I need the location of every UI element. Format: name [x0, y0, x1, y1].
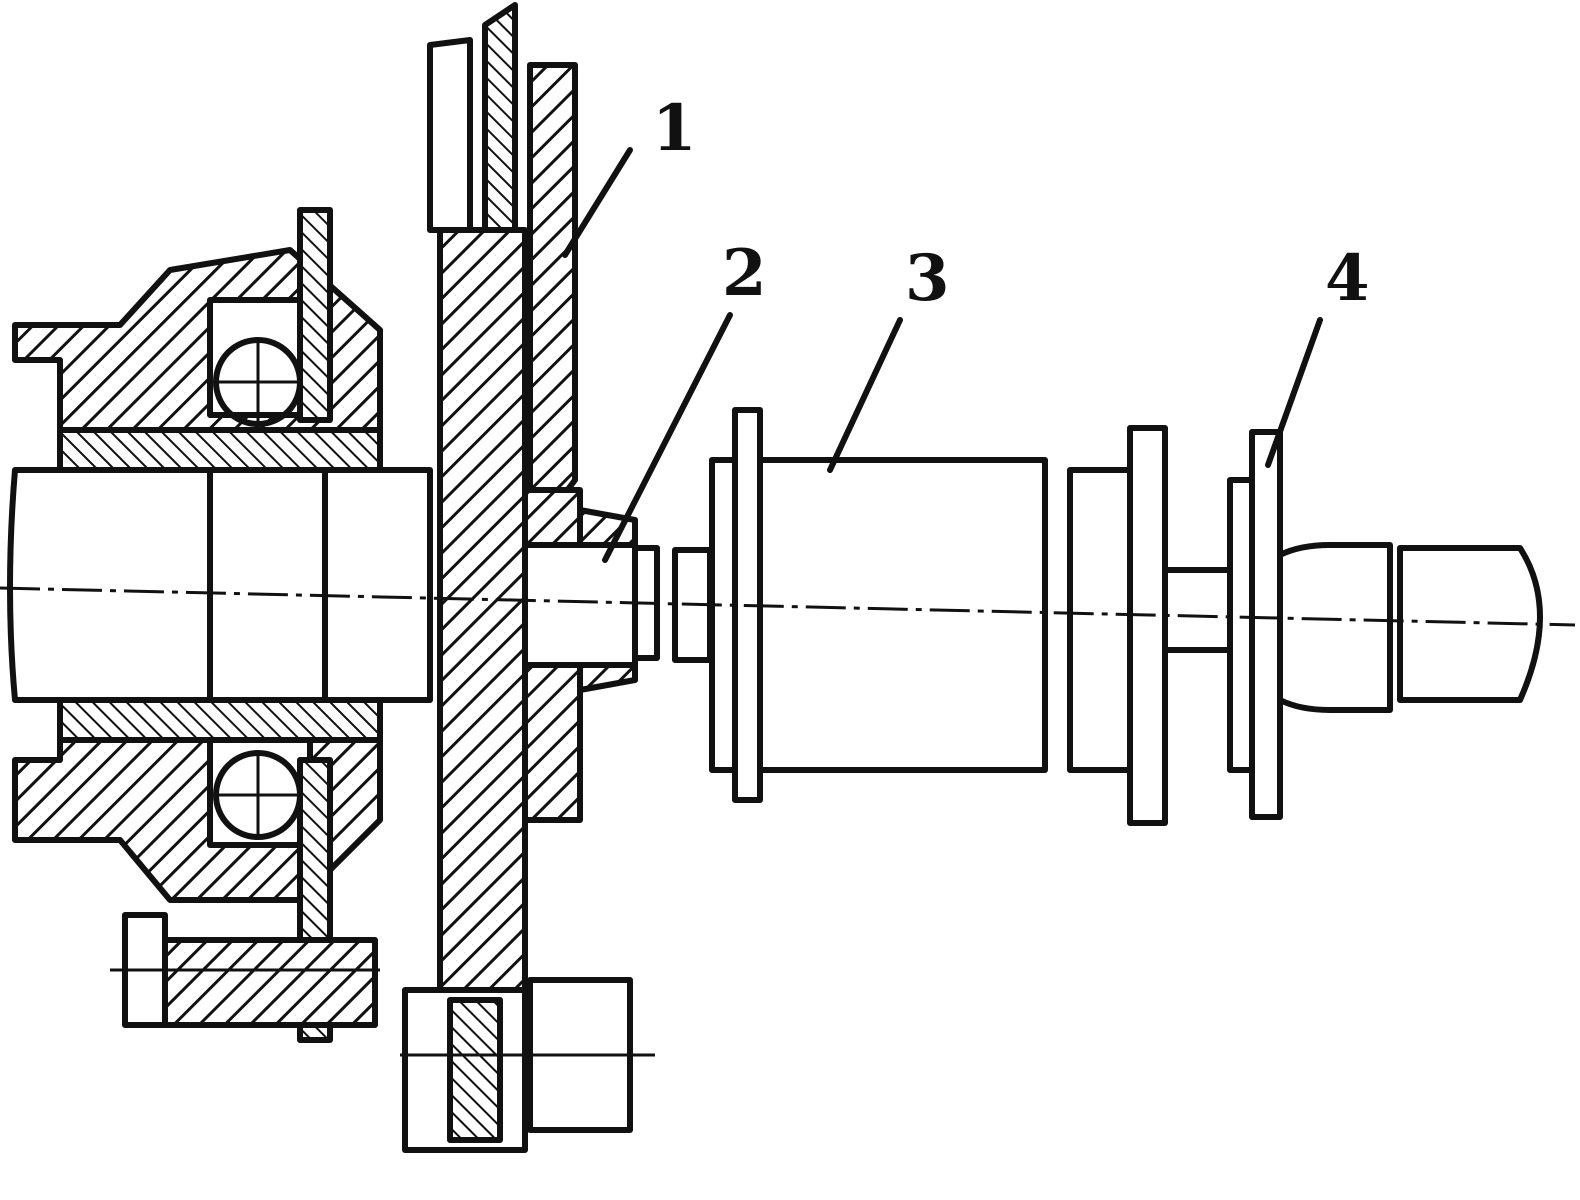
housing-bolt: [110, 912, 380, 1028]
bearing-housing: [12, 207, 383, 1043]
leader-lines: [562, 147, 1323, 563]
label-4: 4: [1325, 241, 1370, 316]
label-1: 1: [652, 91, 697, 166]
label-2: 2: [722, 236, 767, 311]
main-shaft: [7, 427, 433, 743]
label-3: 3: [905, 241, 950, 316]
output-shaft: [672, 407, 1543, 826]
centre-line: [0, 586, 1576, 627]
hub-bush: [522, 507, 660, 693]
